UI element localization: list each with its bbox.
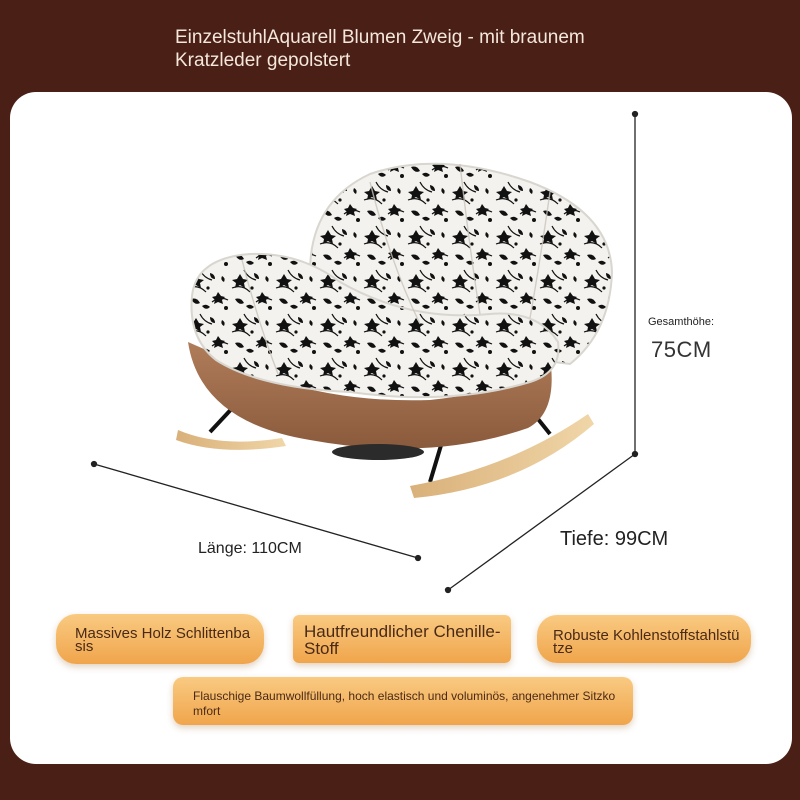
dimension-lines	[90, 110, 639, 594]
chair	[176, 162, 614, 498]
feature-badge-wood-base: Massives Holz Schlittenbasis	[56, 614, 264, 664]
product-title: EinzelstuhlAquarell Blumen Zweig - mit b…	[175, 27, 585, 71]
feature-badge-steel-support: Robuste Kohlenstoffstahlstütze	[537, 615, 751, 663]
height-label: Gesamthöhe:	[648, 316, 715, 328]
rocking-chair-illustration	[90, 110, 639, 594]
product-card: Länge: 110CM Tiefe: 99CM Gesamthöhe: 75C…	[10, 92, 792, 764]
height-value: 75CM	[651, 337, 712, 362]
length-dimension: Länge: 110CM	[198, 540, 302, 557]
feature-badge-cotton-filling: Flauschige Baumwollfüllung, hoch elastis…	[173, 677, 633, 725]
feature-badge-chenille: Hautfreundlicher Chenille-Stoff	[293, 615, 511, 663]
depth-dimension: Tiefe: 99CM	[560, 528, 669, 550]
